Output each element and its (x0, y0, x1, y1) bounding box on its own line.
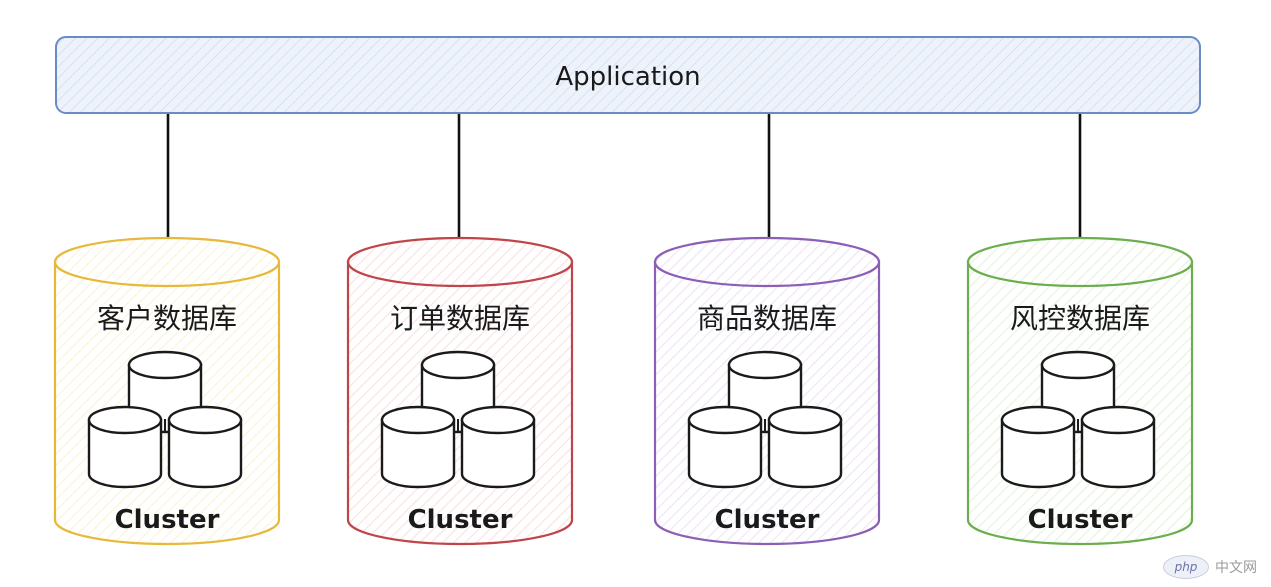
disk-top (1040, 350, 1116, 380)
cluster-icon (87, 350, 243, 489)
database-cylinder: 商品数据库 Cluster (653, 236, 881, 546)
cluster-icon (1000, 350, 1156, 489)
cluster-label: Cluster (115, 505, 220, 535)
watermark: php 中文网 (1163, 555, 1257, 579)
disk-body (1080, 418, 1156, 489)
database-cylinder: 客户数据库 Cluster (53, 236, 281, 546)
disk-body (1000, 418, 1076, 489)
disk-top (727, 350, 803, 380)
disk-top (1000, 405, 1076, 435)
php-logo-icon: php (1163, 555, 1209, 579)
disk-body (167, 418, 243, 489)
arrows (158, 114, 1090, 264)
application-label: Application (555, 62, 700, 92)
disk-body (460, 418, 536, 489)
watermark-text: 中文网 (1215, 560, 1257, 576)
disk-body (380, 418, 456, 489)
disk-top (687, 405, 763, 435)
disk-top (1080, 405, 1156, 435)
disk-top (767, 405, 843, 435)
cluster-icon (687, 350, 843, 489)
database-name: 客户数据库 (97, 302, 237, 335)
database-group: 客户数据库Cluster订单数据库Cluster商品数据库Cluster风控数据… (53, 236, 1194, 546)
database-cylinder: 风控数据库 Cluster (966, 236, 1194, 546)
disk-top (87, 405, 163, 435)
database-name: 订单数据库 (390, 302, 530, 335)
cluster-label: Cluster (1028, 505, 1133, 535)
disk-top (420, 350, 496, 380)
disk-body (687, 418, 763, 489)
database-name: 商品数据库 (697, 302, 837, 335)
disk-body (87, 418, 163, 489)
cluster-label: Cluster (715, 505, 820, 535)
disk-top (380, 405, 456, 435)
disk-top (460, 405, 536, 435)
cylinder-top (53, 236, 281, 288)
database-cylinder: 订单数据库 Cluster (346, 236, 574, 546)
cylinder-top (346, 236, 574, 288)
database-name: 风控数据库 (1010, 302, 1150, 335)
cluster-icon (380, 350, 536, 489)
application-box: Application (55, 36, 1201, 114)
cluster-label: Cluster (408, 505, 513, 535)
cylinder-top (653, 236, 881, 288)
disk-top (127, 350, 203, 380)
disk-top (167, 405, 243, 435)
disk-body (767, 418, 843, 489)
cylinder-top (966, 236, 1194, 288)
